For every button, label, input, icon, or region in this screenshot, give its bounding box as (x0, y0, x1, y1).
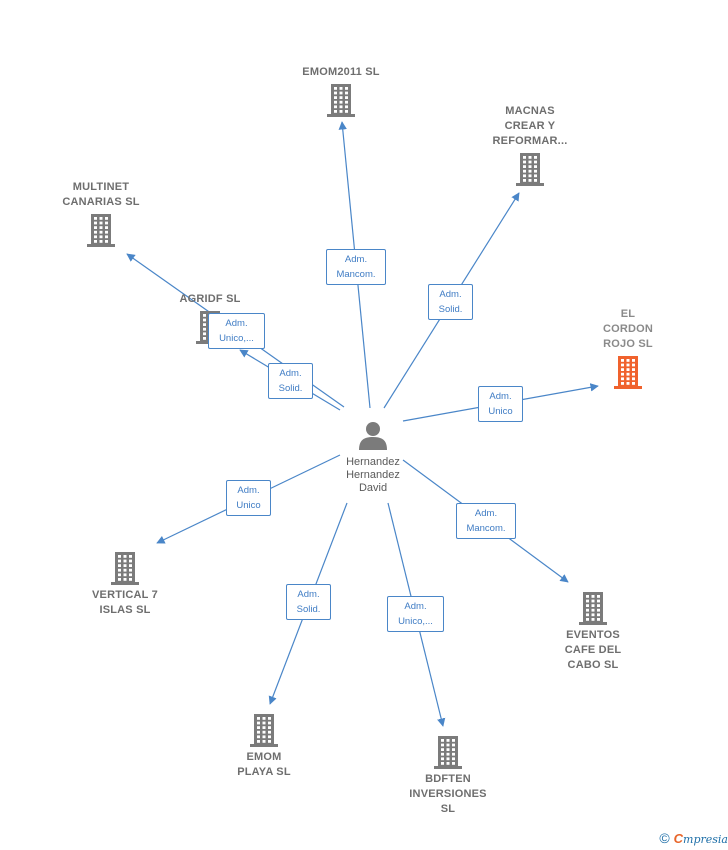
company-label: BDFTEN INVERSIONES SL (409, 773, 487, 815)
company-node-multinet[interactable]: MULTINET CANARIAS SL (41, 180, 161, 250)
building-icon (327, 84, 355, 117)
company-node-emomplaya[interactable]: EMOM PLAYA SL (204, 710, 324, 780)
footer-brand: ©Cmpresia (659, 830, 728, 846)
relation-label-cordon[interactable]: Adm. Unico (478, 386, 523, 422)
person-icon (359, 422, 387, 450)
company-label: EMOM2011 SL (302, 66, 380, 78)
relation-label-emom2011[interactable]: Adm. Mancom. (326, 249, 386, 285)
building-icon (516, 153, 544, 186)
relation-label-vertical[interactable]: Adm. Unico (226, 480, 271, 516)
company-label: VERTICAL 7 ISLAS SL (92, 589, 158, 616)
relation-label-macnas[interactable]: Adm. Solid. (428, 284, 473, 320)
person-node[interactable]: Hernandez Hernandez David (314, 420, 432, 495)
building-icon (434, 736, 462, 769)
relation-label-bdften[interactable]: Adm. Unico,... (387, 596, 444, 632)
building-icon (250, 714, 278, 747)
brand-name: mpresia (683, 833, 728, 846)
company-label: EMOM PLAYA SL (237, 751, 291, 778)
company-node-eventos[interactable]: EVENTOS CAFE DEL CABO SL (533, 588, 653, 673)
company-node-macnas[interactable]: MACNAS CREAR Y REFORMAR... (470, 104, 590, 189)
building-icon (614, 356, 642, 389)
company-label: EL CORDON ROJO SL (602, 308, 654, 350)
company-label: AGRIDF SL (179, 293, 241, 305)
company-label: MULTINET CANARIAS SL (62, 181, 140, 208)
company-node-emom2011[interactable]: EMOM2011 SL (281, 65, 401, 120)
copyright-symbol: © (659, 830, 670, 846)
company-label: MACNAS CREAR Y REFORMAR... (492, 105, 568, 147)
company-node-bdften[interactable]: BDFTEN INVERSIONES SL (388, 732, 508, 817)
relation-label-emomplaya[interactable]: Adm. Solid. (286, 584, 331, 620)
building-icon (579, 592, 607, 625)
company-label: EVENTOS CAFE DEL CABO SL (564, 629, 622, 671)
brand-initial: C (673, 831, 684, 846)
company-node-vertical[interactable]: VERTICAL 7 ISLAS SL (65, 548, 185, 618)
relation-label-multinet[interactable]: Adm. Unico,... (208, 313, 265, 349)
relation-label-eventos[interactable]: Adm. Mancom. (456, 503, 516, 539)
person-name: Hernandez Hernandez David (346, 456, 400, 494)
company-node-cordon[interactable]: EL CORDON ROJO SL (568, 307, 688, 392)
relation-label-agridf[interactable]: Adm. Solid. (268, 363, 313, 399)
building-icon (111, 552, 139, 585)
building-icon (87, 214, 115, 247)
